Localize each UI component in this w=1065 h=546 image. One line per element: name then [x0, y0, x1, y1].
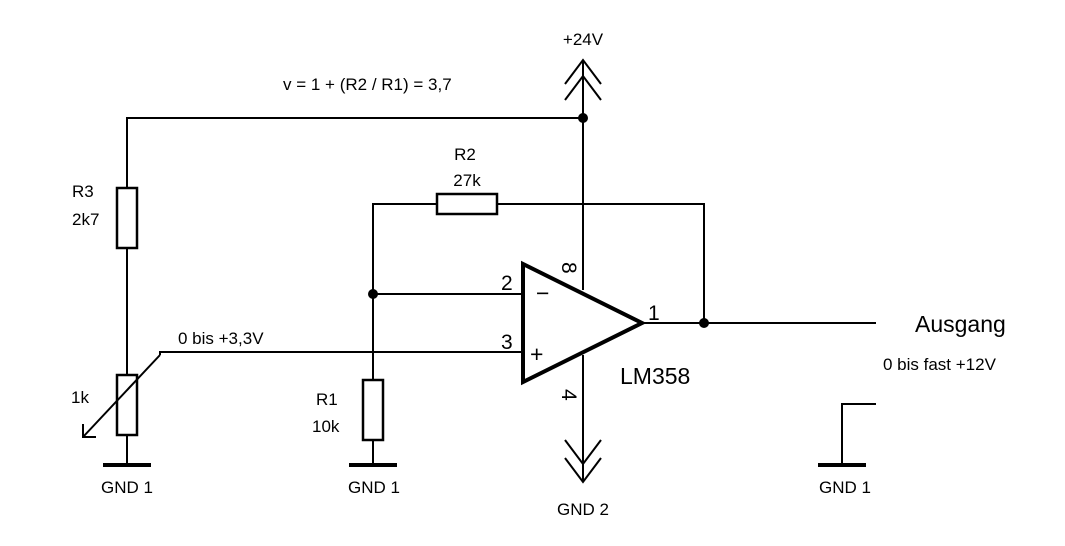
output-range-label: 0 bis fast +12V — [883, 355, 997, 374]
supply-24v-symbol — [564, 58, 602, 118]
r2-value: 27k — [453, 171, 481, 190]
gnd-r1-label: GND 1 — [348, 478, 400, 497]
wire-supply-to-r3 — [126, 117, 583, 188]
r3-name: R3 — [72, 182, 94, 201]
input-range-label: 0 bis +3,3V — [178, 329, 264, 348]
wire-r2-right — [497, 203, 705, 323]
pin1-label: 1 — [648, 302, 660, 325]
resistor-r1 — [361, 378, 385, 442]
wire-r2-left — [372, 203, 437, 294]
pin4-label: 4 — [557, 389, 580, 401]
gnd-output-label: GND 1 — [819, 478, 871, 497]
gnd-pot-label: GND 1 — [101, 478, 153, 497]
output-label: Ausgang — [915, 311, 1006, 337]
supply-label: +24V — [563, 30, 604, 49]
pin3-label: 3 — [501, 331, 513, 354]
gain-formula: v = 1 + (R2 / R1) = 3,7 — [283, 75, 452, 94]
wire-input-to-pin3 — [159, 351, 523, 355]
pin8-label: 8 — [557, 262, 580, 274]
pot-value: 1k — [71, 388, 89, 407]
resistor-r2 — [435, 192, 499, 216]
junction-output — [699, 318, 709, 328]
opamp-minus-sign: − — [536, 280, 549, 306]
opamp-name: LM358 — [620, 363, 690, 389]
resistor-r3 — [115, 186, 139, 250]
r3-value: 2k7 — [72, 210, 99, 229]
wire-output-gnd — [841, 403, 876, 465]
potentiometer-wiper-arrow — [82, 354, 161, 438]
gnd-opamp-label: GND 2 — [557, 500, 609, 519]
opamp-triangle — [521, 260, 647, 386]
ground-2-symbol — [564, 355, 602, 484]
r2-name: R2 — [454, 145, 476, 164]
pin2-label: 2 — [501, 272, 513, 295]
r1-value: 10k — [312, 417, 340, 436]
opamp-plus-sign: + — [530, 341, 543, 367]
r1-name: R1 — [316, 390, 338, 409]
